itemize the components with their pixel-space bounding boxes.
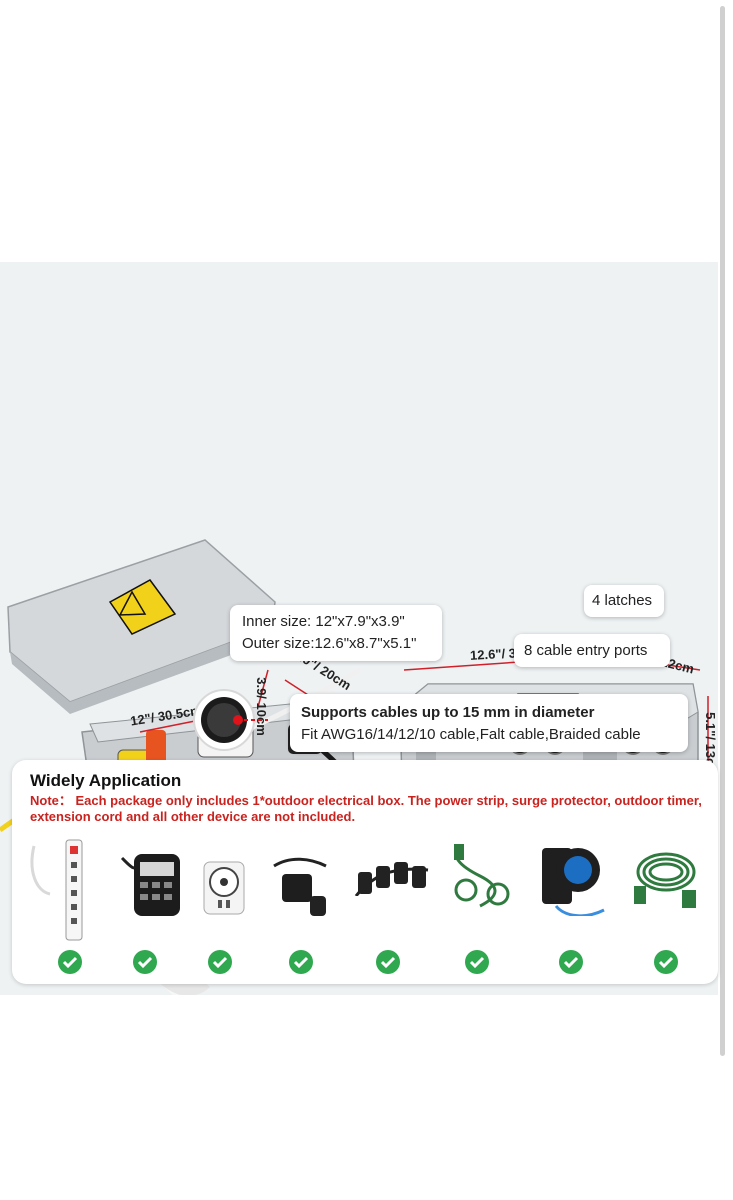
cable-support-heading: Supports cables up to 15 mm in diameter: [301, 704, 595, 721]
digital-timer-icon: [120, 854, 180, 916]
latches-label: 4 latches: [592, 592, 653, 609]
inner-size-label: Inner size: 12"x7.9"x3.9": [242, 613, 405, 630]
application-note: Note： Each package only includes 1*outdo…: [30, 793, 702, 824]
ports-callout: 8 cable entry ports: [514, 634, 670, 667]
mechanical-timer-icon: [203, 861, 245, 915]
cable-support-detail: Fit AWG16/14/12/10 cable,Falt cable,Brai…: [301, 726, 641, 743]
check-icon: [58, 950, 82, 974]
check-icon: [376, 950, 400, 974]
cord-reel-icon: [542, 848, 605, 916]
check-icon: [465, 950, 489, 974]
latches-callout: 4 latches: [584, 585, 664, 617]
check-icon: [133, 950, 157, 974]
ports-label: 8 cable entry ports: [524, 642, 648, 659]
check-icon: [289, 950, 313, 974]
application-title: Widely Application: [30, 771, 182, 790]
cable-cross-section-icon: [193, 689, 268, 751]
application-card: Widely Application Note： Each package on…: [12, 760, 718, 984]
green-splitter-icon: [454, 844, 510, 908]
power-strip-icon: [30, 839, 83, 941]
outer-size-label: Outer size:12.6"x8.7"x5.1": [242, 635, 417, 652]
splitter-cord-icon: [354, 862, 429, 896]
cable-support-callout: Supports cables up to 15 mm in diameter …: [290, 694, 688, 752]
check-icon: [208, 950, 232, 974]
scrollbar[interactable]: [720, 6, 725, 1056]
remote-outlet-icon: [273, 857, 327, 916]
check-icon: [559, 950, 583, 974]
check-icon: [654, 950, 678, 974]
green-extension-cord-icon: [634, 852, 696, 908]
size-callout: Inner size: 12"x7.9"x3.9" Outer size:12.…: [230, 605, 442, 661]
